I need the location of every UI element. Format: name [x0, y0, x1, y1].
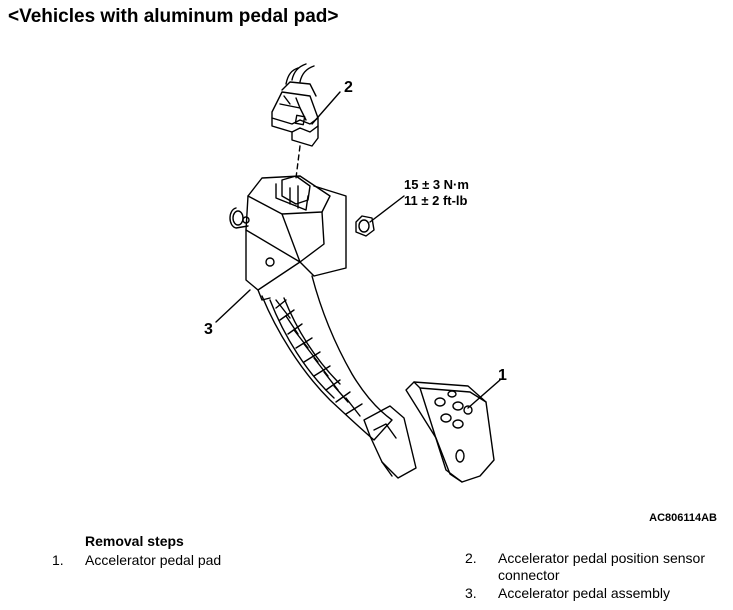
leader-1: [467, 379, 501, 409]
step-number: 3.: [465, 585, 477, 601]
leader-2: [311, 91, 341, 125]
step-number: 2.: [465, 550, 477, 566]
callout-2: 2: [344, 79, 353, 96]
removal-step-1: 1. Accelerator pedal pad: [52, 552, 352, 572]
removal-step-2: 2. Accelerator pedal position sensor con…: [465, 550, 733, 586]
step-number: 1.: [52, 552, 64, 568]
removal-step-3: 3. Accelerator pedal assembly: [465, 585, 733, 605]
torque-ftlb: 11 ± 2 ft-lb: [404, 193, 468, 208]
figure-code: AC806114AB: [649, 512, 717, 524]
step-text: Accelerator pedal pad: [85, 552, 222, 568]
pedal-diagram: 2 3 1 15 ± 3 N·m 11 ± 2 ft-lb: [204, 63, 507, 483]
aluminum-pedal-pad: [405, 381, 495, 483]
sensor-connector: [271, 91, 319, 147]
leader-3: [215, 289, 251, 323]
wire-harness: [281, 63, 317, 97]
page-title: <Vehicles with aluminum pedal pad>: [8, 6, 339, 27]
removal-steps-heading: Removal steps: [85, 533, 184, 549]
step-text-line1: Accelerator pedal position sensor: [498, 550, 706, 566]
step-text: Accelerator pedal assembly: [498, 585, 670, 601]
sensor-housing: [229, 175, 347, 301]
step-text-line2: connector: [498, 567, 560, 583]
pedal-arm: [261, 275, 417, 479]
torque-nm: 15 ± 3 N·m: [404, 177, 469, 192]
callout-1: 1: [498, 367, 507, 384]
mounting-nut: [355, 215, 375, 237]
callout-3: 3: [204, 321, 213, 338]
leader-torque: [369, 195, 405, 223]
